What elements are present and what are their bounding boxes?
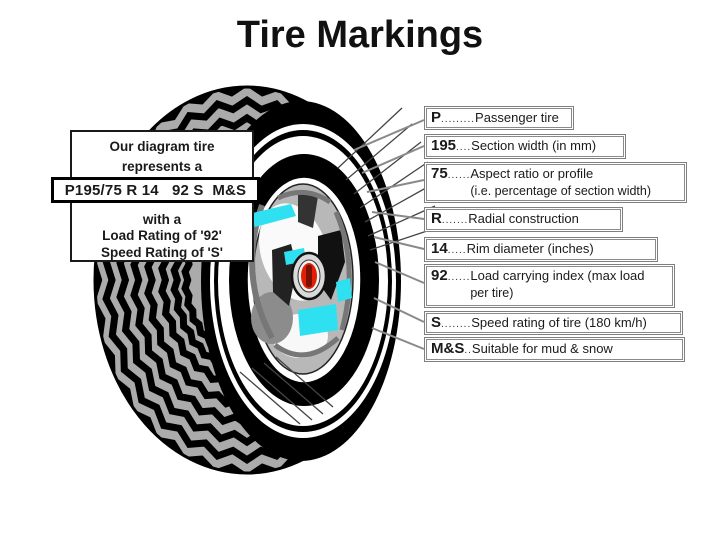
leader-line-p [353, 119, 425, 151]
label-desc: Section width (in mm) [471, 138, 597, 153]
leader-dots: ...... [447, 272, 471, 283]
label-code: P [431, 109, 442, 126]
label-box-section-width: 195....Section width (in mm) [424, 134, 626, 159]
leader-line-ms [371, 327, 425, 350]
info-intro-line2: represents a [121, 158, 203, 174]
tire-code-box: P195/75 R 14 92 S M&S [51, 177, 260, 203]
label-code: M&S [431, 340, 465, 357]
cyan-accent-1 [248, 204, 296, 227]
info-intro-line1: Our diagram tire [109, 139, 215, 154]
label-box-speed-rating: S........Speed rating of tire (180 km/h) [424, 311, 683, 335]
info-box-outro: with a Load Rating of '92' Speed Rating … [72, 212, 252, 261]
info-outro-line3: Speed Rating of 'S' [101, 244, 223, 260]
label-code: 92 [431, 267, 448, 284]
slide-title: Tire Markings [236, 14, 484, 56]
label-code: 195 [431, 137, 457, 154]
label-desc: Aspect ratio or profile [470, 166, 594, 181]
leader-dots: ........ [441, 319, 472, 330]
label-box-mud-snow: M&S..Suitable for mud & snow [424, 337, 685, 362]
leader-line-14 [373, 236, 425, 250]
info-outro-line2: Load Rating of '92' [102, 228, 222, 244]
cyan-accent-4 [336, 278, 352, 302]
shine-lines [337, 107, 437, 251]
label-desc: Speed rating of tire (180 km/h) [471, 315, 647, 330]
wheel-hub [239, 183, 354, 425]
label-code: 75 [431, 165, 448, 182]
label-desc: Radial construction [468, 211, 579, 226]
label-desc: Passenger tire [475, 110, 559, 125]
leader-line-s [373, 297, 425, 323]
leader-dots: ...... [447, 170, 471, 181]
label-code: R [431, 210, 442, 227]
leader-lines [353, 119, 425, 350]
cyan-accent-3 [298, 304, 338, 336]
label-box-passenger: P.........Passenger tire [424, 106, 574, 130]
label-box-rim-diameter: 14.....Rim diameter (inches) [424, 237, 658, 262]
info-outro-line1: with a [142, 212, 182, 227]
leader-dots: .... [456, 142, 472, 153]
leader-line-92 [374, 261, 425, 284]
label-code: S [431, 314, 442, 331]
leader-line-r [371, 211, 425, 220]
label-desc-line2: per tire) [470, 285, 514, 300]
hub-center-cap [290, 251, 328, 301]
label-desc: Rim diameter (inches) [466, 241, 594, 256]
label-box-radial: R.......Radial construction [424, 207, 623, 232]
label-desc-line2: (i.e. percentage of section width) [470, 183, 652, 198]
hub-blade-lines [239, 356, 334, 425]
leader-line-75 [366, 179, 425, 193]
label-desc: Suitable for mud & snow [471, 341, 613, 356]
leader-dots: ......... [441, 114, 476, 125]
info-box-intro: Our diagram tire represents a [72, 137, 252, 176]
label-code: 14 [431, 240, 448, 257]
leader-line-195 [361, 145, 425, 174]
leader-dots: ....... [441, 215, 469, 226]
leader-dots: .. [464, 345, 472, 356]
leader-dots: ..... [447, 245, 467, 256]
label-desc: Load carrying index (max load [470, 268, 645, 283]
label-box-aspect-ratio: 75......Aspect ratio or profile (i.e. per… [424, 162, 687, 203]
label-box-load-index: 92......Load carrying index (max load per… [424, 264, 675, 308]
